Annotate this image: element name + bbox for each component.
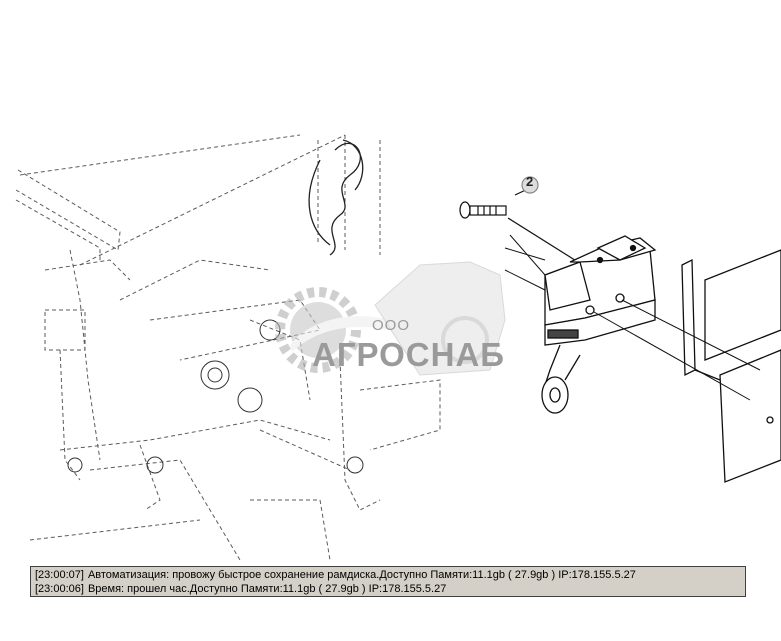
valve-cluster	[67, 319, 364, 474]
coil-hose	[308, 139, 364, 256]
watermark-org: ООО	[372, 317, 411, 334]
log-line: [23:00:07]Автоматизация: провожу быстрое…	[35, 568, 741, 582]
log-message: Время: прошел час.Доступно Памяти:11.1gb…	[87, 583, 447, 595]
log-timestamp: [23:00:06]	[35, 583, 84, 595]
log-panel: [23:00:07]Автоматизация: провожу быстрое…	[30, 566, 746, 597]
agrosnab-logo	[275, 261, 506, 376]
log-line: [23:00:06]Время: прошел час.Доступно Пам…	[35, 582, 741, 596]
limit-switch	[541, 235, 657, 414]
bolt	[459, 176, 579, 263]
watermark-name: АГРОСНАБ	[312, 336, 505, 373]
alignment-lines	[504, 234, 761, 401]
log-message: Автоматизация: провожу быстрое сохранени…	[87, 569, 636, 581]
mounting-bracket	[681, 249, 781, 483]
log-timestamp: [23:00:07]	[35, 569, 84, 581]
callout-number: 2	[526, 174, 534, 189]
